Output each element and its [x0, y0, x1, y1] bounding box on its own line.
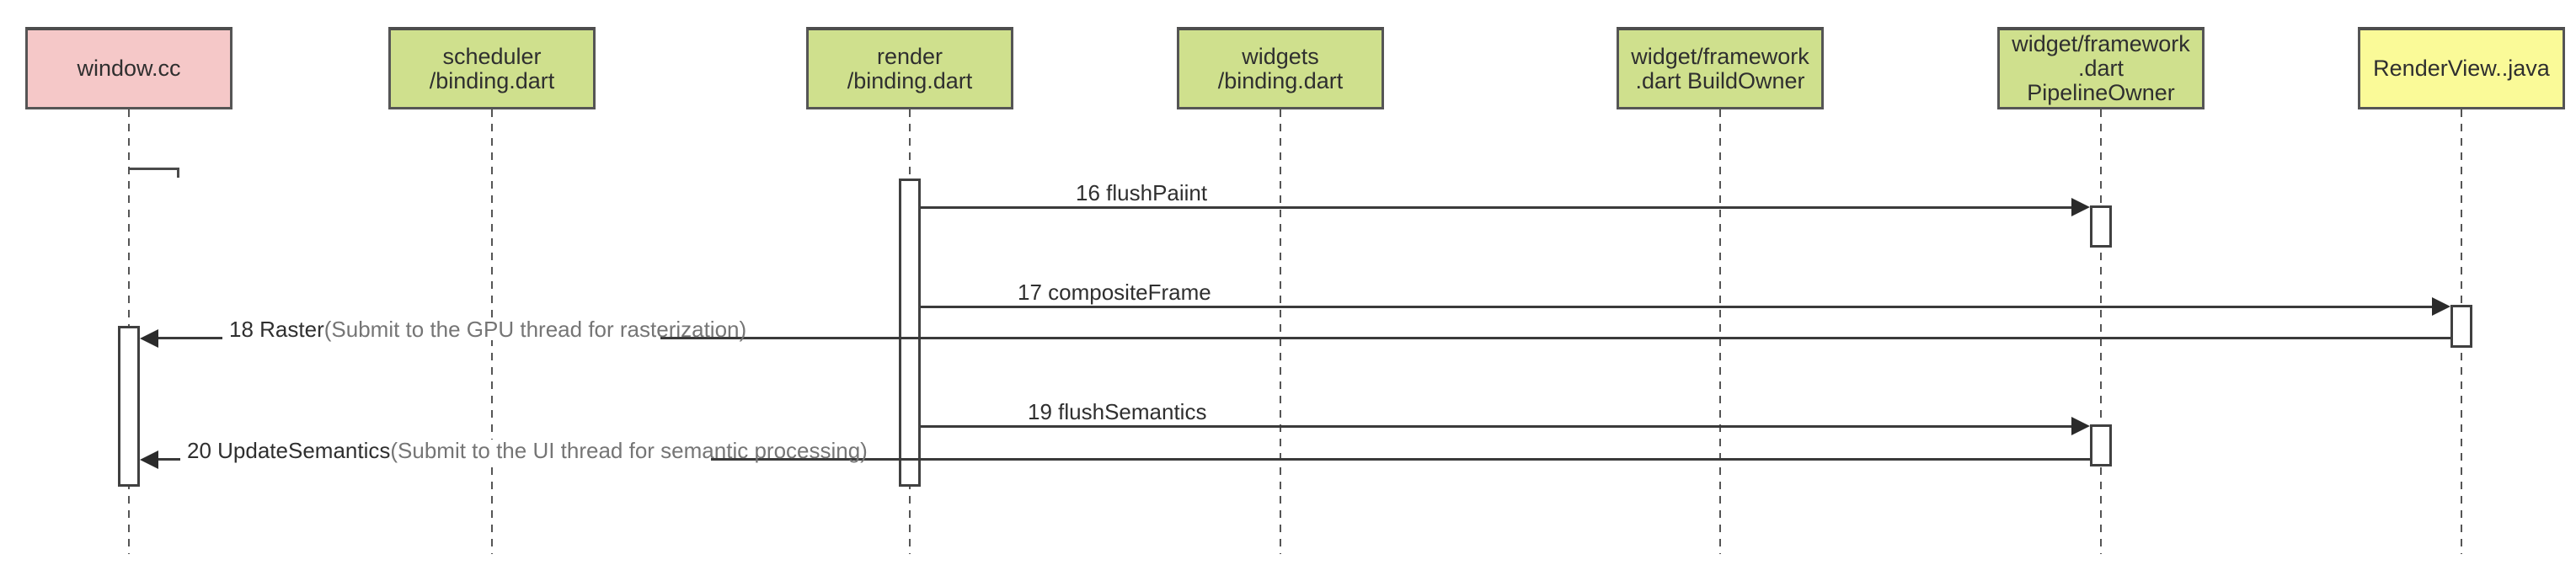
participant-render-view: RenderView..java [2358, 27, 2565, 109]
message-18-arrow-left-icon [140, 329, 158, 348]
message-17-label-text: 17 compositeFrame [1018, 280, 1211, 305]
bracket-artifact-vertical [177, 168, 179, 178]
participant-scheduler-label-line2: /binding.dart [429, 67, 555, 93]
message-18-label: 18 Raster(Submit to the GPU thread for r… [229, 317, 746, 341]
activation-window [118, 326, 140, 487]
message-17-line [921, 306, 2434, 308]
message-19-label: 19 flushSemantics [1028, 400, 1206, 424]
activation-pipeline-owner-2 [2090, 424, 2112, 466]
message-16-line [921, 206, 2073, 209]
participant-pipeline-owner-label-line2: .dart [2077, 56, 2124, 81]
message-20-label-mask [180, 440, 711, 461]
bracket-artifact-horizontal [129, 168, 179, 170]
participant-build-owner-label-line2: .dart BuildOwner [1635, 67, 1805, 93]
participant-widgets-label-line2: /binding.dart [1217, 67, 1344, 93]
message-19-line [921, 425, 2073, 428]
message-17-arrow-right-icon [2432, 297, 2450, 316]
message-18-label-mask [222, 318, 660, 340]
message-16-arrow-right-icon [2071, 198, 2090, 216]
message-18-line [157, 337, 2450, 339]
message-20-label-main: 20 UpdateSemantics [187, 438, 391, 463]
message-19-label-text: 19 flushSemantics [1028, 399, 1207, 424]
participant-build-owner: widget/framework .dart BuildOwner [1617, 27, 1824, 109]
participant-render-label-line2: /binding.dart [847, 67, 973, 93]
participant-scheduler: scheduler /binding.dart [388, 27, 596, 109]
message-18-label-note: (Submit to the GPU thread for rasterizat… [323, 317, 747, 342]
participant-pipeline-owner-label-line3: PipelineOwner [2027, 80, 2175, 105]
activation-render [899, 179, 921, 487]
participant-window: window.cc [25, 27, 232, 109]
message-20-label-note: (Submit to the UI thread for semantic pr… [390, 438, 868, 463]
participant-pipeline-owner-label-line1: widget/framework [2012, 31, 2190, 56]
participant-widgets: widgets /binding.dart [1177, 27, 1384, 109]
message-20-label: 20 UpdateSemantics(Submit to the UI thre… [187, 439, 868, 462]
participant-render-label-line1: render [876, 43, 943, 69]
lifeline-build-owner [1719, 109, 1721, 554]
participant-render: render /binding.dart [806, 27, 1013, 109]
message-20-line [157, 458, 2090, 461]
participant-widgets-label-line1: widgets [1242, 43, 1319, 69]
message-16-label-text: 16 flushPaiint [1076, 180, 1208, 205]
activation-pipeline-owner-1 [2090, 205, 2112, 248]
message-18-label-main: 18 Raster [229, 317, 324, 342]
participant-scheduler-label-line1: scheduler [442, 43, 542, 69]
activation-render-view [2450, 305, 2472, 348]
participant-build-owner-label-line1: widget/framework [1631, 43, 1809, 69]
message-17-label: 17 compositeFrame [1018, 280, 1211, 304]
lifeline-pipeline-owner [2100, 109, 2102, 554]
lifeline-widgets [1280, 109, 1281, 554]
participant-window-label: window.cc [77, 56, 181, 81]
message-16-label: 16 flushPaiint [1076, 181, 1207, 205]
participant-render-view-label: RenderView..java [2373, 56, 2550, 81]
message-20-arrow-left-icon [140, 450, 158, 469]
message-19-arrow-right-icon [2071, 417, 2090, 435]
participant-pipeline-owner: widget/framework .dart PipelineOwner [1997, 27, 2205, 109]
